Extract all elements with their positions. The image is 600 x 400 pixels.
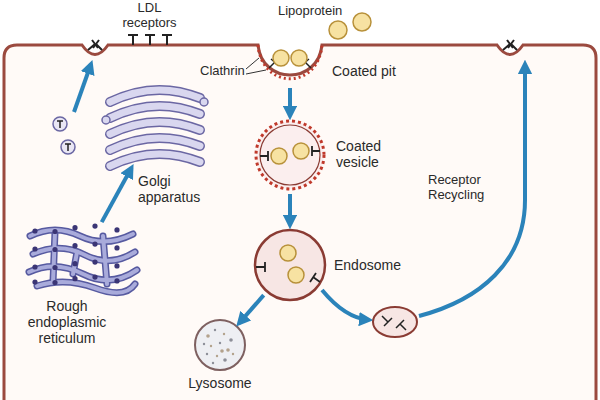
flow-arrow	[288, 194, 292, 225]
node-label: Lysosome	[170, 375, 270, 391]
flow-arrow	[239, 295, 264, 323]
golgi-apparatus: Golgi apparatus	[100, 80, 210, 170]
process-label: Receptor Recycling	[428, 172, 513, 202]
sorting-arrow	[322, 290, 369, 320]
flow-arrow	[102, 168, 132, 222]
node-label: Golgi apparatus	[138, 173, 210, 205]
part-label: LDL receptors	[112, 0, 187, 30]
coated-vesicle: Coated vesicle	[253, 118, 327, 192]
ldl-receptors	[88, 35, 517, 50]
endosome: Endosome	[252, 227, 328, 303]
secretion-arrow	[74, 64, 91, 112]
node-label: Coated pit	[332, 63, 407, 79]
golgi-vesicles	[53, 117, 75, 154]
node-label: Rough endoplasmic reticulum	[12, 298, 122, 346]
node-label: Coated vesicle	[336, 138, 398, 170]
node-label: Endosome	[334, 257, 414, 273]
rough-er: Rough endoplasmic reticulum	[25, 222, 140, 292]
cell-membrane	[4, 45, 596, 400]
flow-arrow	[288, 88, 292, 116]
part-label: Lipoprotein	[278, 3, 353, 18]
part-label: Clathrin	[200, 63, 248, 78]
lysosome: Lysosome	[193, 318, 247, 372]
recycling-vesicle	[373, 307, 417, 337]
recycling-arrow	[419, 64, 525, 316]
coated-pit: Coated pit	[255, 38, 325, 86]
